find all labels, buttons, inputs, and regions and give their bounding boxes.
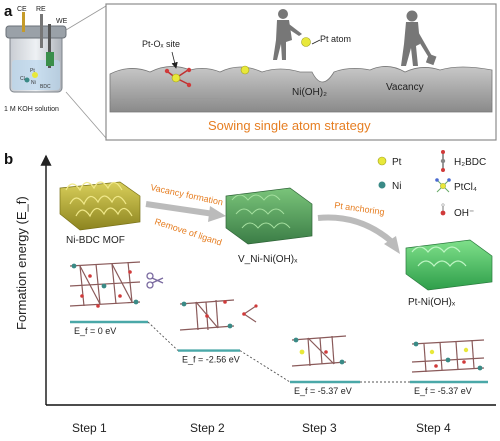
re-electrode	[40, 14, 43, 48]
pt-nioh-block	[405, 239, 493, 291]
electrochemical-cell	[5, 12, 67, 93]
energy-label-step-2: E_f = -2.56 eV	[182, 355, 240, 365]
pt-atom-surface	[240, 65, 250, 75]
nioh2-label: Ni(OH)₂	[292, 87, 327, 98]
energy-levels: E_f = 0 eV E_f = -2.56 eV E_f = -5.37 eV E_…	[70, 320, 488, 396]
pt-atom-pointer	[311, 39, 321, 45]
step3-structure	[291, 335, 347, 367]
pt-nioh-label: Pt-Ni(OH)ₓ	[408, 297, 456, 308]
pt-ox-pointer	[171, 51, 178, 69]
y-axis-label: Formation energy (E_f)	[14, 196, 29, 330]
vni-label: V_Ni-Ni(OH)ₓ	[238, 254, 298, 265]
energy-connector-1	[147, 321, 179, 351]
pt-ox-site-molecule	[164, 67, 192, 88]
scissors-icon	[146, 272, 164, 289]
ni-bdc-mof-block	[59, 181, 141, 231]
panel-a-letter: a	[4, 3, 13, 20]
pt-anchoring-arrow	[317, 214, 394, 245]
pt-atom-label: Pt atom	[320, 34, 351, 44]
energy-connector-2	[239, 350, 291, 383]
step4-structure	[411, 339, 485, 373]
legend-ptcl4-label: PtCl₄	[454, 182, 477, 193]
step-2-label: Step 2	[190, 421, 225, 435]
step-3-label: Step 3	[302, 421, 337, 435]
legend-pt-dot	[377, 156, 387, 166]
pt-cell-label: Pt	[30, 68, 35, 74]
step-4-label: Step 4	[416, 421, 451, 435]
vni-nioh-block	[225, 187, 313, 245]
re-label: RE	[36, 6, 46, 13]
we-label: WE	[56, 18, 68, 25]
strategy-title: Sowing single atom strategy	[208, 118, 371, 133]
legend-h2bdc-icon	[440, 150, 446, 172]
legend-ni-dot	[378, 181, 386, 189]
remove-ligand-label: Remove of ligand	[153, 216, 223, 247]
ce-label: CE	[17, 6, 27, 13]
step2-structure	[179, 299, 258, 331]
step-1-label: Step 1	[72, 421, 107, 435]
legend-ptcl4-icon	[435, 178, 451, 193]
legend-oh-label: OH⁻	[454, 208, 474, 219]
cl-cell-label: Cl	[20, 76, 25, 82]
zoom-line-bottom	[65, 91, 107, 139]
ni-bdc-label: Ni-BDC MOF	[66, 235, 125, 246]
legend-ni-label: Ni	[392, 181, 401, 192]
legend-oh-icon	[440, 203, 446, 216]
solution-label: 1 M KOH solution	[4, 106, 59, 113]
step1-structure	[69, 261, 141, 308]
pt-ox-site-label: Pt-Oₓ site	[142, 39, 180, 49]
working-sample	[46, 52, 54, 66]
nioh2-substrate	[109, 66, 493, 113]
pt-anchoring-label: Pt anchoring	[334, 200, 385, 217]
panel-b-letter: b	[4, 151, 13, 168]
legend-pt-label: Pt	[392, 157, 402, 168]
sowing-person-icon	[273, 9, 302, 60]
energy-label-step-1: E_f = 0 eV	[74, 326, 116, 336]
bdc-cell-label: BDC	[40, 84, 51, 90]
legend: Pt Ni H₂BDC PtCl₄	[377, 150, 486, 219]
zoom-line-top	[65, 5, 107, 31]
vacancy-label: Vacancy	[386, 82, 424, 93]
energy-label-step-4: E_f = -5.37 eV	[414, 386, 472, 396]
digging-person-icon	[401, 10, 437, 66]
ni-cell-label: Ni	[31, 80, 36, 86]
legend-h2bdc-label: H₂BDC	[454, 157, 486, 168]
energy-label-step-3: E_f = -5.37 eV	[294, 386, 352, 396]
pt-atom-falling	[301, 37, 311, 47]
ce-electrode	[22, 12, 25, 32]
vacancy-formation-arrow	[145, 201, 215, 217]
we-electrode	[48, 24, 51, 68]
